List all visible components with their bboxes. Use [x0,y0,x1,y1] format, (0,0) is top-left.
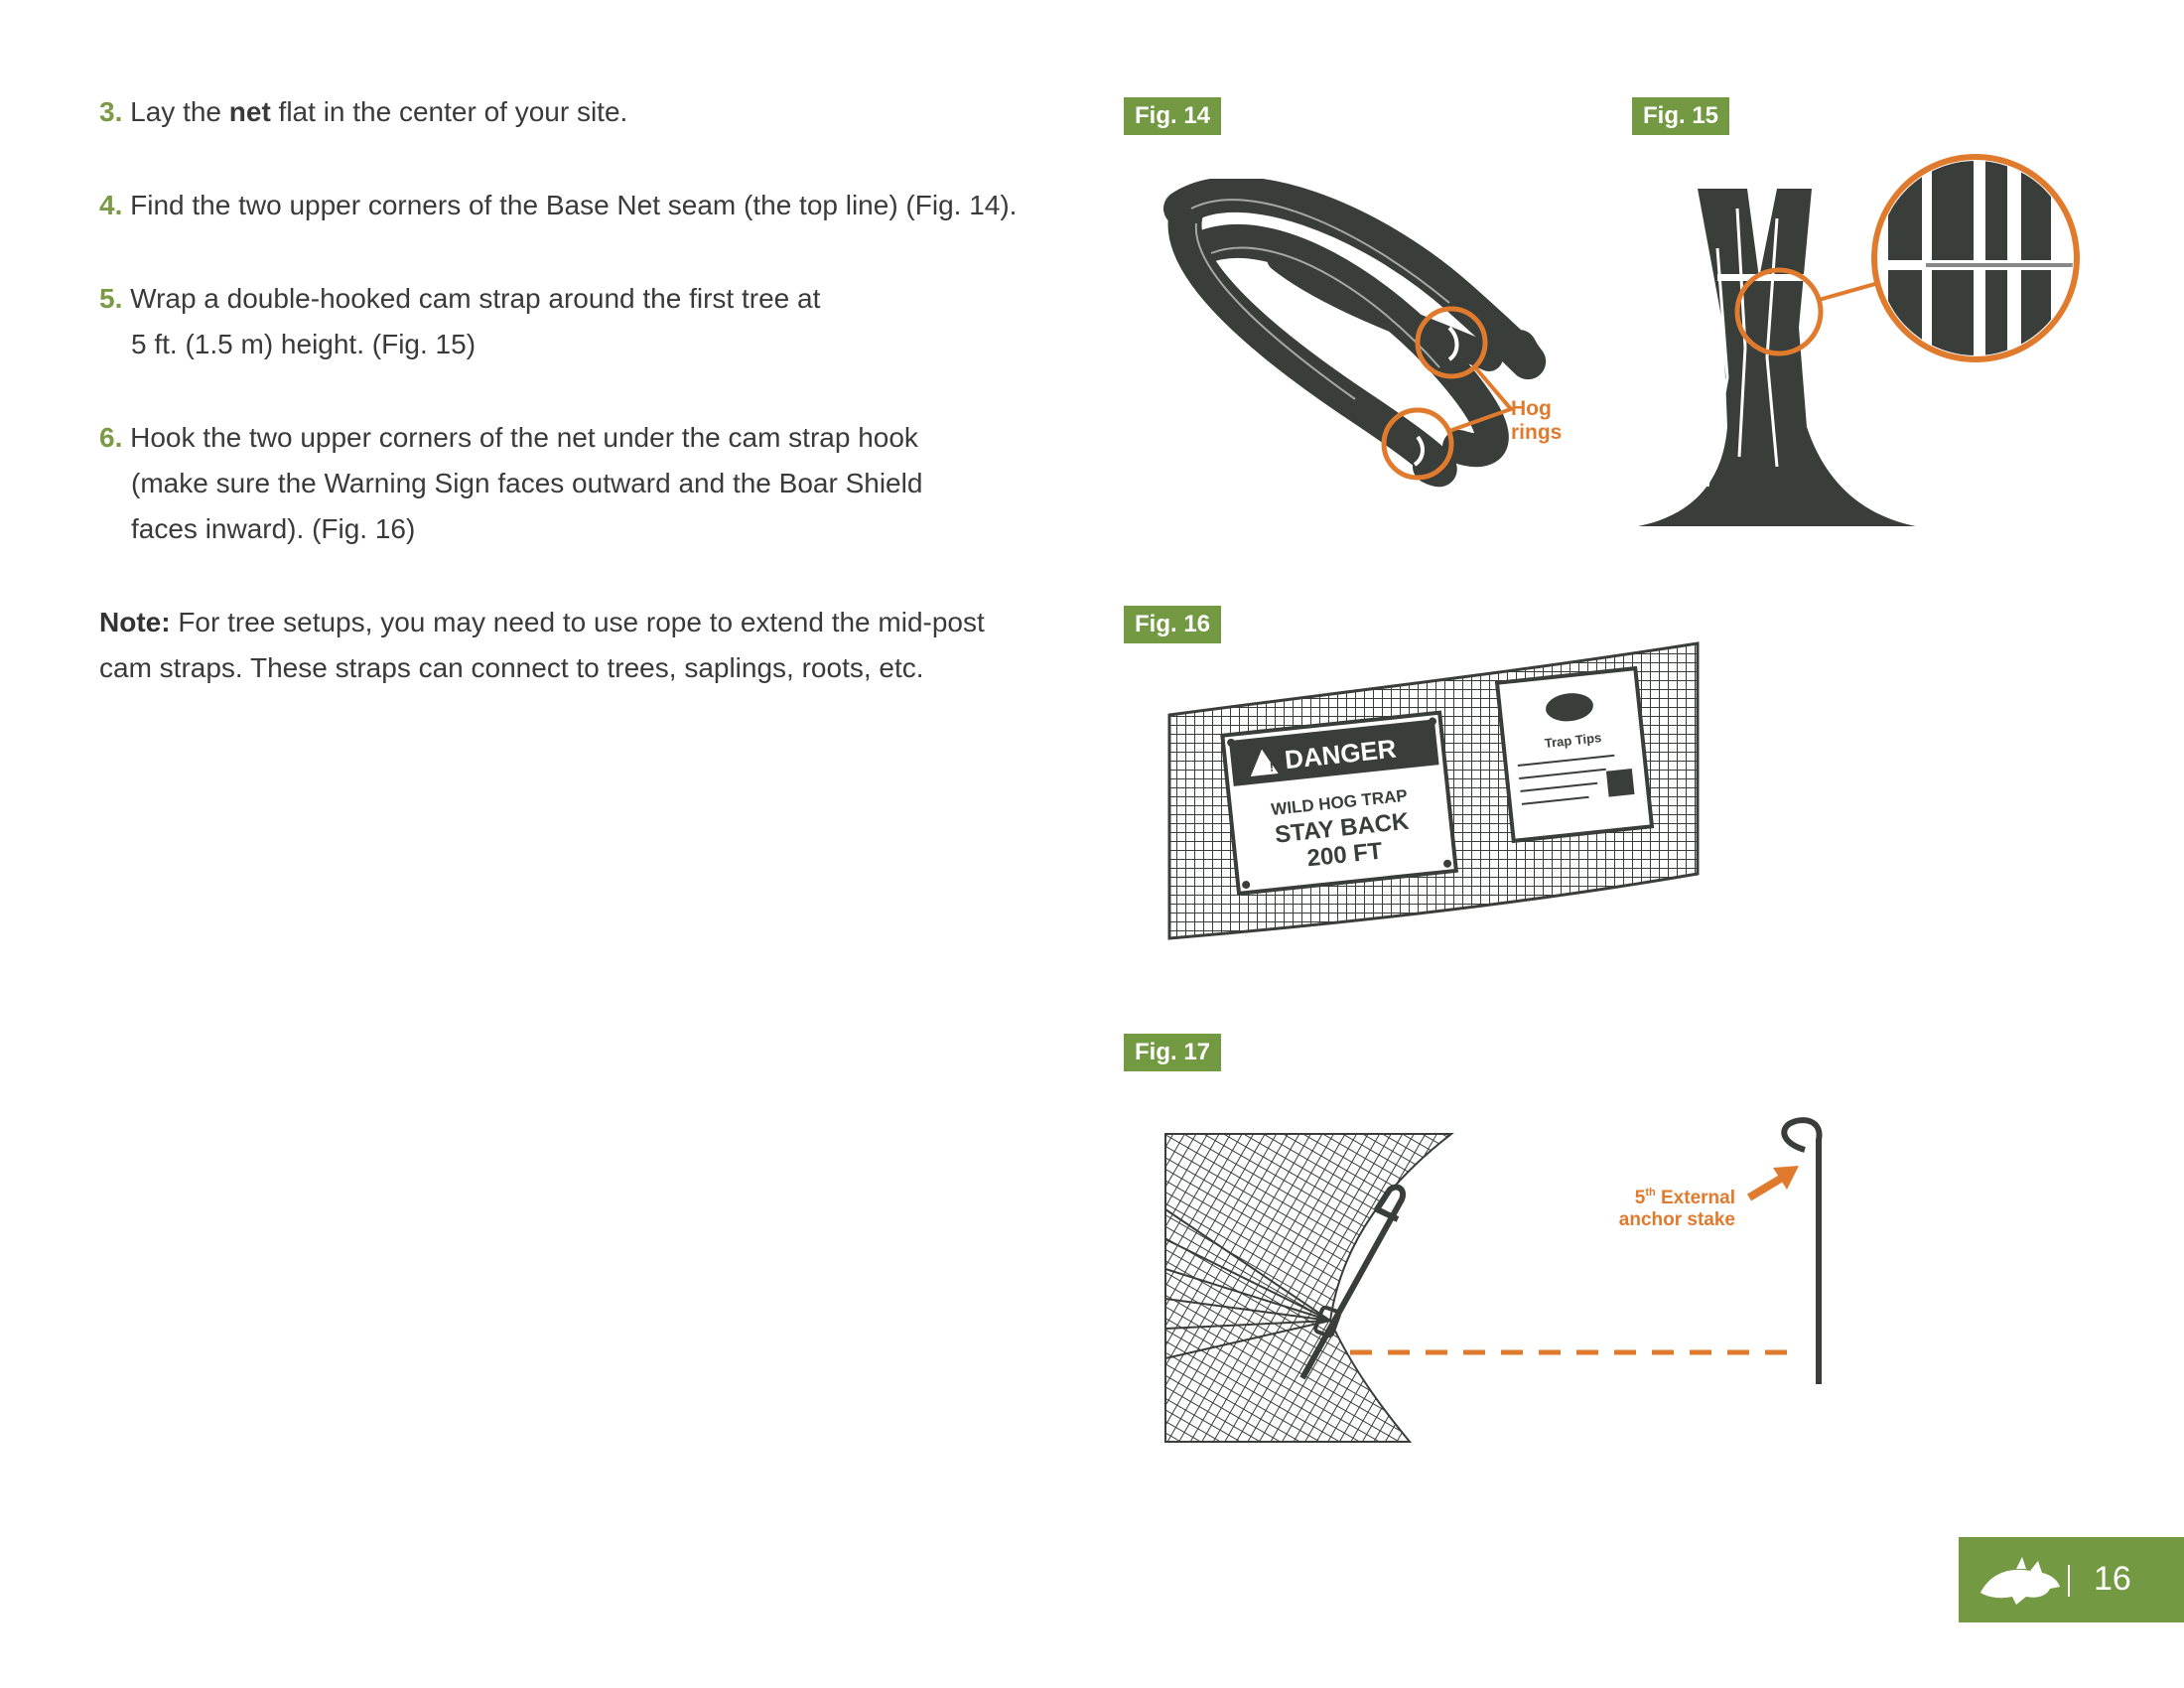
page-number-tab: 16 [1959,1537,2184,1622]
trap-tips-title: Trap Tips [1544,730,1602,751]
note: Note: For tree setups, you may need to u… [99,600,1082,691]
note-text: For tree setups, you may need to use rop… [170,607,985,637]
fig-14-rope-illustration: Hog rings [1163,179,1562,488]
hog-ring-highlight [1415,306,1488,379]
danger-sign: ! DANGER WILD HOG TRAP STAY BACK 200 FT [1220,710,1459,897]
fig-17-label: Fig. 17 [1124,1034,1222,1071]
note-label: Note: [99,607,171,637]
step-text: Find the two upper corners of the Base N… [130,190,1018,220]
fig-15-label: Fig. 15 [1632,97,1730,135]
step-number: 4. [99,190,123,220]
step-4: 4. Find the two upper corners of the Bas… [99,183,1082,228]
step-bold-term: net [228,96,271,127]
external-stake-icon [1781,1117,1823,1384]
step-3: 3. Lay the net flat in the center of you… [99,89,1082,135]
step-text: flat in the center of your site. [270,96,628,127]
strap-highlight [1734,267,1824,356]
fig-16-label: Fig. 16 [1124,606,1222,643]
note-text-continued: cam straps. These straps can connect to … [99,652,924,683]
instructions: 3. Lay the net flat in the center of you… [99,89,1082,691]
step-5: 5. Wrap a double-hooked cam strap around… [99,276,1082,367]
hog-ring-highlight [1381,407,1454,481]
svg-text:!: ! [1269,761,1274,774]
external-stake-callout: anchor stake [1619,1209,1735,1230]
warning-triangle-icon [1250,749,1279,776]
step-text: Wrap a double-hooked cam strap around th… [130,283,821,314]
arrow-icon [1773,1166,1799,1190]
trap-tips-sign: Trap Tips [1494,665,1655,844]
fig-17-anchor-stake-illustration: 5th External anchor stake [1164,1117,1823,1443]
step-text-continued: 5 ft. (1.5 m) height. (Fig. 15) [131,329,477,359]
page-separator [2068,1565,2070,1597]
step-text: Hook the two upper corners of the net un… [122,422,918,453]
step-text-continued: (make sure the Warning Sign faces outwar… [131,468,923,498]
stake-icon [1299,1184,1406,1380]
fig-14-label: Fig. 14 [1124,97,1222,135]
external-stake-callout: 5th External [1635,1187,1735,1208]
step-text-continued: faces inward). (Fig. 16) [131,513,416,544]
step-number: 6. [99,422,123,453]
step-text: Lay the [130,96,229,127]
step-number: 5. [99,283,123,314]
step-number: 3. [99,96,123,127]
hog-rings-callout: Hog [1511,397,1552,420]
hog-rings-callout: rings [1511,421,1562,444]
boar-logo-icon [1980,1557,2060,1605]
step-6: 6. Hook the two upper corners of the net… [99,415,1082,552]
fig-16-net-sign-illustration: ! DANGER WILD HOG TRAP STAY BACK 200 FT … [1167,641,1700,940]
page-number: 16 [2094,1560,2131,1598]
boar-logo-icon [1546,693,1593,722]
fig-15-tree-illustration [1638,154,2080,526]
